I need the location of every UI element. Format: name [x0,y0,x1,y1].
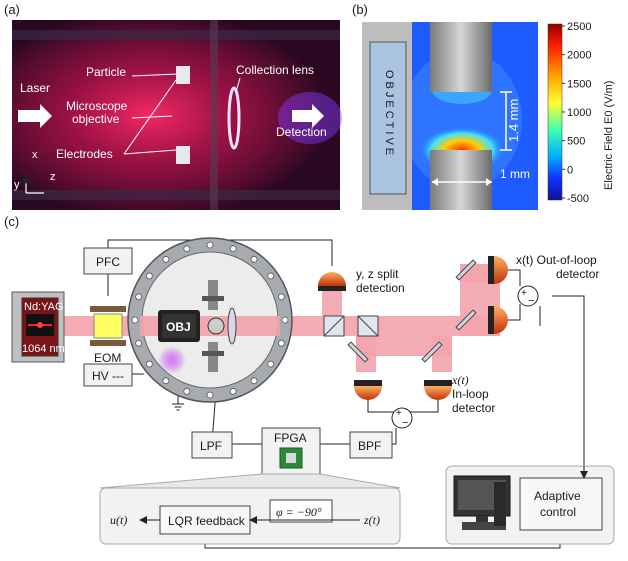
u-t-label: u(t) [110,513,127,527]
panel-b-tag: (b) [352,2,368,17]
panel-a-photo [12,20,342,210]
in-loop-minus: − [402,417,408,429]
particle-label: Particle [86,65,126,79]
colorbar-tick-label: 1500 [567,78,591,90]
bolt [277,339,285,347]
z-t-label: z(t) [363,513,380,527]
zoom-callout [99,473,401,489]
colorbar [547,23,563,201]
bolt [131,316,139,324]
lpf-label: LPF [200,439,222,453]
colorbar-tick-label: 0 [567,164,573,176]
panel-c-tag: (c) [4,214,19,229]
mirrors [347,259,477,363]
out-loop-minus: − [528,295,534,307]
bolt [250,377,258,385]
phase-label: φ = −90° [276,505,322,519]
bolt [267,360,275,368]
adaptive-line2: control [540,505,576,519]
bolt [229,245,237,253]
bolt [250,255,258,263]
eom-label: EOM [94,351,121,365]
beam-splitters [323,315,379,337]
bpf-box [349,431,393,459]
bolt [162,377,170,385]
width-label: 1 mm [500,167,530,181]
pfc-label: PFC [96,255,120,269]
bolt [277,293,285,301]
bolt [206,241,214,249]
bolt [145,360,153,368]
out-loop-line1: x(t) Out-of-loop [516,253,597,267]
wavelength-label: 1064 nm [22,343,65,355]
laser-arrow-icon [18,104,52,128]
lpf-box [191,431,233,459]
microscope-label: Microscope [66,99,128,113]
in-loop-line1: x(t) [451,373,469,387]
hv-box [83,363,133,387]
ground-icon [172,403,184,411]
lqr-box [159,505,251,535]
fpga-label: FPGA [274,431,307,445]
colorbar-ticks: 2500 2000 1500 1000 500 0 -500 [562,21,591,205]
bpf-label: BPF [358,439,381,453]
out-loop-line2: detector [556,267,599,281]
yz-split-line1: y, z split [356,267,399,281]
nd-yag-label: Nd:YAG [24,301,64,313]
detection-arrow-icon [292,104,324,128]
colorbar-tick-label: 2000 [567,50,591,62]
bolt [229,387,237,395]
axis-x-label: x [32,149,38,161]
bolt [135,339,143,347]
lqr-label: LQR feedback [168,514,246,528]
gap-label: 1.4 mm [506,99,521,142]
laser-label: Laser [20,81,50,95]
in-loop-detectors [354,380,452,429]
objective-vertical-label: OBJECTIVE [383,70,395,158]
objective-label: objective [72,112,120,126]
bolt [183,245,191,253]
vacuum-chamber [127,237,293,403]
bolt [135,293,143,301]
detection-label: Detection [276,125,327,139]
field-map [362,22,538,210]
nd-yag-laser [11,291,65,363]
colorbar-label: Electric Field E0 (V/m) [603,81,615,190]
computer-icon [453,475,511,530]
adaptive-box [519,477,603,531]
phase-box [269,499,333,523]
colorbar-tick-label: 2500 [567,21,591,33]
yz-split-detector [318,272,346,291]
out-of-loop-detectors [488,256,539,334]
bolt [281,316,289,324]
bolt [206,391,214,399]
colorbar-tick-label: 500 [567,136,585,148]
adaptive-line1: Adaptive [534,489,581,503]
bolt [183,387,191,395]
yz-split-line2: detection [356,281,405,295]
in-loop-plus: + [396,408,402,419]
hv-label: HV --- [92,369,124,383]
eom [90,306,126,346]
bolt [145,272,153,280]
pfc-box [83,247,133,275]
electrodes-label: Electrodes [56,147,113,161]
panel-a-tag: (a) [4,2,20,17]
out-loop-plus: + [521,288,527,299]
colorbar-tick-label: 1000 [567,107,591,119]
obj-label: OBJ [166,320,191,334]
bolt [267,272,275,280]
axis-z-label: z [50,171,56,183]
colorbar-tick-label: -500 [567,193,589,205]
axis-y-label: y [14,179,20,191]
bolt [162,255,170,263]
collection-lens-label: Collection lens [236,63,314,77]
in-loop-line2: In-loop [452,387,489,401]
chip-icon [279,447,303,469]
in-loop-line3: detector [452,401,495,415]
